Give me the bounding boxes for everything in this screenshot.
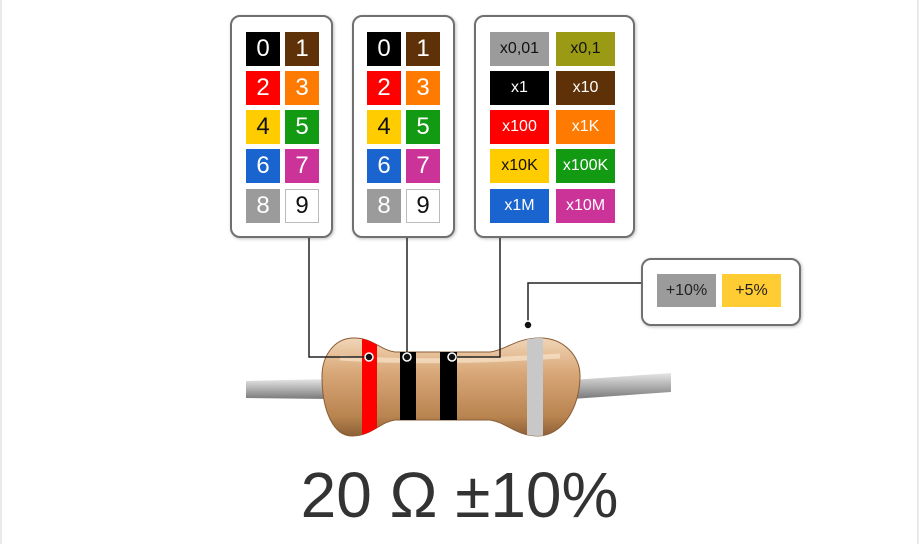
resistor-right-lead (572, 373, 671, 399)
digit-chip-3[interactable]: 3 (406, 71, 440, 105)
resistance-value: 20 Ω ±10% (300, 459, 619, 531)
digit-chip-5[interactable]: 5 (285, 110, 319, 144)
band-second-digit (400, 337, 416, 436)
digit-chip-0[interactable]: 0 (367, 32, 401, 66)
multiplier-chip-x10k[interactable]: x10K (490, 149, 549, 183)
multiplier-chip-x1k[interactable]: x1K (556, 110, 615, 144)
connector-dots (364, 320, 533, 362)
digit-chip-4[interactable]: 4 (246, 110, 280, 144)
multiplier-chip-x0-1[interactable]: x0,1 (556, 32, 615, 66)
connector-dot-tolerance (523, 320, 533, 330)
digit-chip-2[interactable]: 2 (367, 71, 401, 105)
digit-chip-9[interactable]: 9 (285, 189, 319, 223)
digit-chip-9[interactable]: 9 (406, 189, 440, 223)
resistor-left-lead (246, 379, 330, 399)
digit-chip-8[interactable]: 8 (367, 189, 401, 223)
connector-dot-first-digit (364, 352, 374, 362)
digit-chip-6[interactable]: 6 (367, 149, 401, 183)
connector-first-digit (308, 238, 369, 358)
connector-dot-multiplier (447, 352, 457, 362)
connector-lines (308, 238, 641, 358)
multiplier-chip-x10[interactable]: x10 (556, 71, 615, 105)
digit-chip-8[interactable]: 8 (246, 189, 280, 223)
connector-dot-second-digit (402, 352, 412, 362)
digit-chip-2[interactable]: 2 (246, 71, 280, 105)
multiplier-chip-x1m[interactable]: x1M (490, 189, 549, 223)
multiplier-chip-x0-01[interactable]: x0,01 (490, 32, 549, 66)
digit-chip-7[interactable]: 7 (285, 149, 319, 183)
tolerance-chip-10[interactable]: +10% (657, 274, 716, 307)
digit-chip-7[interactable]: 7 (406, 149, 440, 183)
band-multiplier (440, 337, 457, 436)
multiplier-chip-x1[interactable]: x1 (490, 71, 549, 105)
resistor-bands (362, 337, 543, 436)
multiplier-chip-x100[interactable]: x100 (490, 110, 549, 144)
digit-chip-1[interactable]: 1 (406, 32, 440, 66)
band-first-digit (362, 337, 377, 436)
digit-chip-5[interactable]: 5 (406, 110, 440, 144)
tolerance-chip-5[interactable]: +5% (722, 274, 781, 307)
multiplier-chip-x10m[interactable]: x10M (556, 189, 615, 223)
connector-multiplier (452, 238, 501, 358)
band-tolerance (527, 337, 543, 436)
digit-chip-3[interactable]: 3 (285, 71, 319, 105)
multiplier-chip-x100k[interactable]: x100K (556, 149, 615, 183)
digit-chip-6[interactable]: 6 (246, 149, 280, 183)
connector-tolerance (527, 282, 641, 325)
digit-chip-1[interactable]: 1 (285, 32, 319, 66)
digit-chip-4[interactable]: 4 (367, 110, 401, 144)
digit-chip-0[interactable]: 0 (246, 32, 280, 66)
